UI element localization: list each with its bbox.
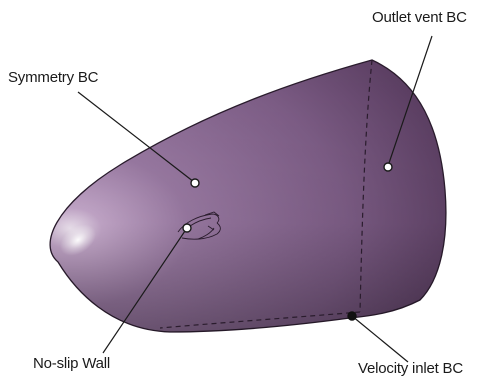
outlet-vent-bc-label: Outlet vent BC — [372, 9, 467, 26]
outlet-marker — [384, 163, 392, 171]
inlet-leader — [352, 316, 408, 362]
inlet-marker — [348, 312, 356, 320]
symmetry-marker — [191, 179, 199, 187]
noslip-marker — [183, 224, 191, 232]
no-slip-wall-label: No-slip Wall — [33, 355, 110, 372]
symmetry-bc-label: Symmetry BC — [8, 69, 98, 86]
velocity-inlet-bc-label: Velocity inlet BC — [358, 360, 463, 377]
